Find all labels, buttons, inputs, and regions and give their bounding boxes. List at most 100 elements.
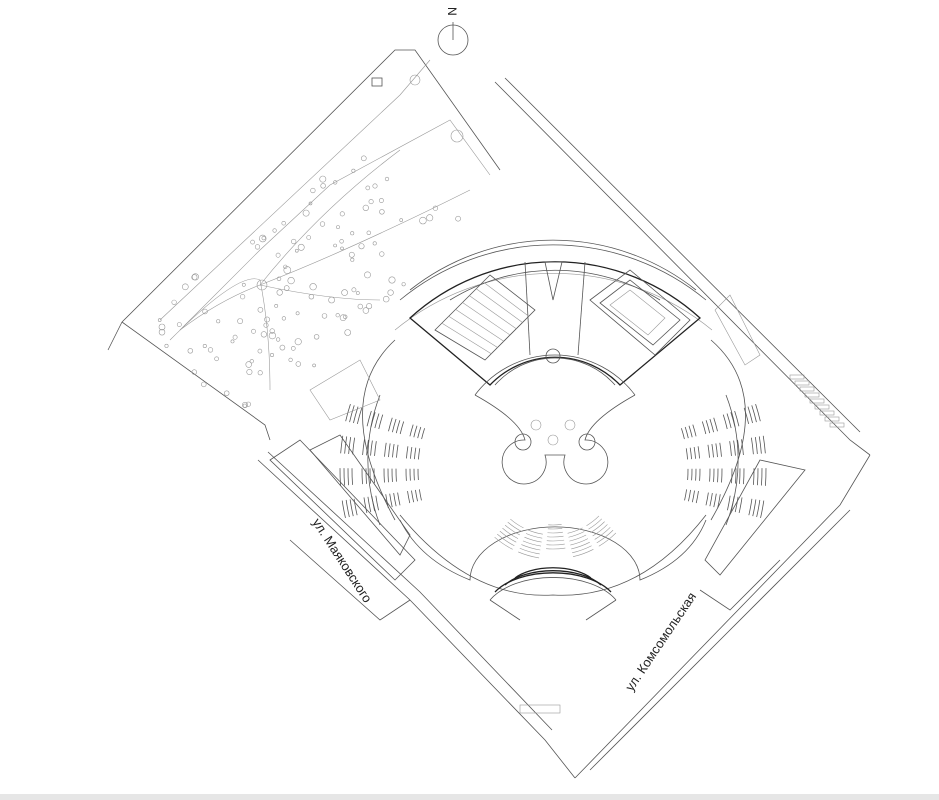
north-label: N bbox=[445, 7, 459, 16]
tree-icon bbox=[379, 209, 385, 215]
seat-block bbox=[687, 468, 701, 481]
seat-block bbox=[722, 410, 740, 430]
tree-icon bbox=[399, 218, 404, 222]
tree-icon bbox=[171, 299, 177, 305]
seat-block bbox=[727, 495, 743, 514]
tree-icon bbox=[379, 251, 385, 257]
complex bbox=[309, 239, 767, 621]
tree-icon bbox=[333, 243, 337, 248]
seating-blocks bbox=[339, 404, 767, 559]
tree-icon bbox=[290, 346, 296, 351]
tree-icon bbox=[336, 225, 340, 230]
tree-icon bbox=[272, 228, 277, 233]
tree-icon bbox=[378, 198, 384, 203]
tree-icon bbox=[366, 303, 373, 310]
tree-icon bbox=[372, 183, 378, 189]
seat-block bbox=[363, 495, 379, 514]
tree-icon bbox=[294, 338, 302, 346]
tree-icon bbox=[269, 352, 274, 357]
parking-marks bbox=[519, 704, 561, 714]
seat-block bbox=[709, 468, 723, 483]
pool bbox=[434, 274, 536, 361]
tree-icon bbox=[343, 314, 348, 319]
tree-icon bbox=[365, 185, 371, 191]
tree-icon bbox=[362, 307, 370, 314]
seat-block bbox=[341, 498, 358, 519]
tree-icon bbox=[401, 282, 406, 287]
street-label-komsomolskaya: ул. Комсомольская bbox=[622, 589, 699, 693]
tree-icon bbox=[245, 361, 252, 368]
tree-icon bbox=[287, 277, 295, 285]
tree-icon bbox=[202, 308, 208, 315]
seat-block bbox=[701, 417, 718, 435]
tree-icon bbox=[281, 316, 287, 321]
tree-icon bbox=[339, 211, 345, 217]
seat-block bbox=[384, 442, 399, 458]
parking-space bbox=[799, 386, 815, 392]
seat-block bbox=[361, 468, 375, 485]
tree-icon bbox=[279, 344, 286, 351]
tree-icon bbox=[388, 276, 396, 284]
tree-icon bbox=[308, 201, 313, 206]
tree-icon bbox=[297, 243, 305, 251]
tree-icon bbox=[313, 334, 320, 340]
tree-icon bbox=[355, 291, 360, 295]
tree-icon bbox=[274, 303, 279, 308]
tree-icon bbox=[294, 248, 299, 253]
tree-icon bbox=[158, 329, 166, 336]
tree-icon bbox=[240, 294, 246, 300]
parking-space bbox=[819, 410, 835, 416]
tree-icon bbox=[341, 289, 348, 296]
seat-block bbox=[743, 404, 761, 425]
tree-icon bbox=[339, 314, 347, 322]
seat-block bbox=[409, 424, 425, 440]
tree-icon bbox=[216, 319, 221, 324]
parking-space bbox=[829, 422, 845, 428]
tree-icon bbox=[295, 311, 300, 316]
tree-icon bbox=[158, 323, 166, 331]
seat-block bbox=[388, 417, 405, 435]
tree-icon bbox=[251, 328, 256, 334]
tree-icon bbox=[319, 175, 327, 183]
tree-icon bbox=[328, 296, 335, 304]
north-arrow: N bbox=[437, 7, 469, 56]
tree-icon bbox=[432, 205, 439, 211]
tree-icon bbox=[276, 289, 283, 296]
tree-icon bbox=[340, 246, 344, 251]
tree-icon bbox=[281, 221, 286, 226]
tree-icon bbox=[309, 283, 317, 291]
tree-icon bbox=[202, 343, 207, 348]
tree-icon bbox=[295, 361, 301, 367]
park-trees bbox=[157, 155, 461, 408]
tree-icon bbox=[241, 282, 246, 287]
tree-icon bbox=[176, 322, 182, 327]
seat-block bbox=[731, 468, 745, 485]
tree-icon bbox=[350, 257, 355, 262]
landscape-strips bbox=[269, 374, 845, 581]
tree-icon bbox=[201, 381, 207, 388]
tree-icon bbox=[254, 244, 261, 250]
tree-icon bbox=[224, 390, 230, 396]
tree-icon bbox=[249, 359, 254, 364]
seat-block bbox=[405, 468, 419, 481]
tree-icon bbox=[268, 332, 277, 340]
seat-block bbox=[345, 404, 363, 425]
tree-icon bbox=[291, 238, 297, 245]
tree-icon bbox=[312, 363, 316, 368]
tree-icon bbox=[360, 155, 367, 162]
tree-icon bbox=[257, 306, 264, 313]
tree-icon bbox=[263, 322, 269, 328]
main-building bbox=[409, 261, 701, 386]
tree-icon bbox=[276, 276, 282, 281]
seat-block bbox=[753, 468, 767, 486]
tree-icon bbox=[214, 356, 219, 362]
tree-icon bbox=[232, 334, 238, 340]
tree-icon bbox=[250, 239, 255, 245]
tree-icon bbox=[276, 337, 281, 342]
tree-icon bbox=[237, 318, 243, 324]
tree-icon bbox=[157, 318, 162, 322]
tree-icon bbox=[207, 347, 214, 353]
seat-block bbox=[681, 424, 697, 440]
tree-icon bbox=[187, 348, 194, 354]
